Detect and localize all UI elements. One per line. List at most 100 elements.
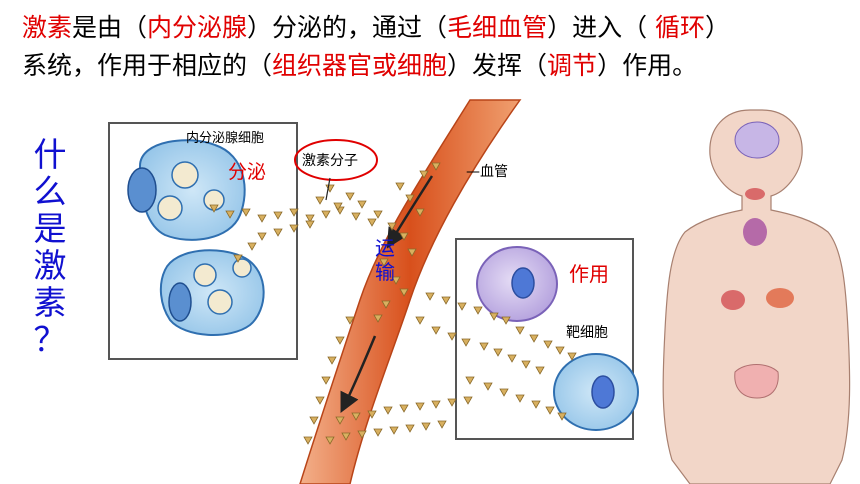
hormone-molecule	[405, 424, 415, 433]
hormone-molecule	[383, 406, 393, 415]
hormone-molecule	[321, 210, 331, 219]
transport-label-char: 输	[375, 260, 395, 284]
answer-text: 激素	[22, 13, 73, 42]
hormone-molecule	[357, 200, 367, 209]
answer-text: 循环	[655, 13, 706, 42]
hormone-molecule	[431, 400, 441, 409]
hormone-molecule	[461, 338, 471, 347]
hormone-molecule	[431, 326, 441, 335]
hormone-molecule	[425, 292, 435, 301]
hormone-molecule	[555, 346, 565, 355]
hormone-molecule	[415, 402, 425, 411]
hormone-molecule	[209, 204, 219, 213]
hormone-molecule	[387, 222, 397, 231]
hormone-molecule	[389, 426, 399, 435]
human-body-figure	[662, 109, 851, 484]
hormone-molecule	[531, 400, 541, 409]
hormone-molecule	[241, 208, 251, 217]
hormone-molecule	[225, 210, 235, 219]
transport-label: 运输	[374, 236, 396, 284]
sentence-text: ）发挥（	[447, 51, 548, 80]
hormone-molecule	[289, 224, 299, 233]
hormone-molecule	[447, 332, 457, 341]
hormone-molecule	[473, 306, 483, 315]
secrete-label: 分泌	[228, 161, 267, 183]
gland-cell-upper	[127, 139, 246, 241]
hormone-molecule	[367, 410, 377, 419]
answer-text: 调节	[547, 51, 598, 80]
hormone-molecule	[543, 340, 553, 349]
hormone-molecule	[479, 342, 489, 351]
hormone-molecule	[515, 394, 525, 403]
target-cell-label: 靶细胞	[566, 325, 608, 341]
hormone-molecule	[437, 420, 447, 429]
hormone-molecule	[381, 300, 391, 309]
hormone-molecules	[209, 162, 577, 445]
transport-label-char: 运	[375, 236, 395, 260]
sentence-text: ）分泌的，通过（	[247, 13, 448, 42]
hormone-molecule	[521, 360, 531, 369]
hormone-molecule	[391, 276, 401, 285]
hormone-molecule	[321, 376, 331, 385]
hormone-molecule	[305, 214, 315, 223]
hormone-molecule	[515, 326, 525, 335]
sentence-text: ）进入（	[547, 13, 656, 42]
hormone-molecule	[315, 396, 325, 405]
hormone-molecule	[373, 428, 383, 437]
hormone-molecule	[367, 218, 377, 227]
hormone-molecule	[327, 356, 337, 365]
hormone-molecule	[489, 312, 499, 321]
hormone-molecule	[419, 170, 429, 179]
hormone-molecule	[407, 248, 417, 257]
hormone-molecule	[557, 412, 567, 421]
sentence-text: 系统，作用于相应的（	[22, 51, 273, 80]
side-question-title: 什么是激素？	[30, 136, 70, 358]
side-title-char: 么	[33, 172, 67, 211]
intro-sentence-line-2: 系统，作用于相应的（组织器官或细胞）发挥（调节）作用。	[22, 50, 697, 82]
hormone-molecule	[567, 352, 577, 361]
sentence-text: 是由（	[72, 13, 148, 42]
hormone-molecule	[499, 388, 509, 397]
hormone-molecule	[345, 192, 355, 201]
hormone-molecule	[535, 366, 545, 375]
hormone-molecule	[309, 416, 319, 425]
hormone-molecule	[501, 316, 511, 325]
hormone-molecule	[257, 214, 267, 223]
hormone-molecule	[373, 210, 383, 219]
side-title-char: 什	[33, 135, 67, 174]
hormone-molecule	[457, 302, 467, 311]
blood-vessel	[299, 99, 522, 484]
hormone-molecule	[399, 288, 409, 297]
hormone-molecule	[415, 316, 425, 325]
hormone-molecule	[351, 412, 361, 421]
hormone-molecule	[315, 196, 325, 205]
target-cell-lower	[553, 353, 639, 431]
hormone-molecule	[373, 314, 383, 323]
hormone-molecule	[305, 220, 315, 229]
hormone-molecule-label: 激素分子	[302, 153, 358, 169]
hormone-molecule	[289, 208, 299, 217]
answer-text: 毛细血管	[447, 13, 548, 42]
hormone-molecule	[483, 382, 493, 391]
hormone-molecule	[247, 242, 257, 251]
act-label: 作用	[569, 262, 609, 286]
gland-cell-lower	[159, 249, 265, 336]
hormone-molecule	[333, 202, 343, 211]
hormone-molecule	[273, 228, 283, 237]
sentence-text: ）作用。	[597, 51, 698, 80]
hormone-molecule	[447, 398, 457, 407]
side-title-char: ？	[33, 320, 67, 359]
hormone-molecule	[379, 258, 389, 267]
hormone-molecule	[405, 194, 415, 203]
hormone-molecule	[395, 182, 405, 191]
hormone-molecule	[257, 232, 267, 241]
side-title-char: 素	[33, 283, 67, 322]
hormone-molecule	[335, 416, 345, 425]
side-title-char: 是	[33, 209, 67, 248]
hormone-molecule	[507, 354, 517, 363]
answer-text: 内分泌腺	[147, 13, 248, 42]
hormone-molecule	[465, 376, 475, 385]
sentence-text: ）	[705, 13, 731, 42]
answer-text: 组织器官或细胞	[272, 51, 448, 80]
